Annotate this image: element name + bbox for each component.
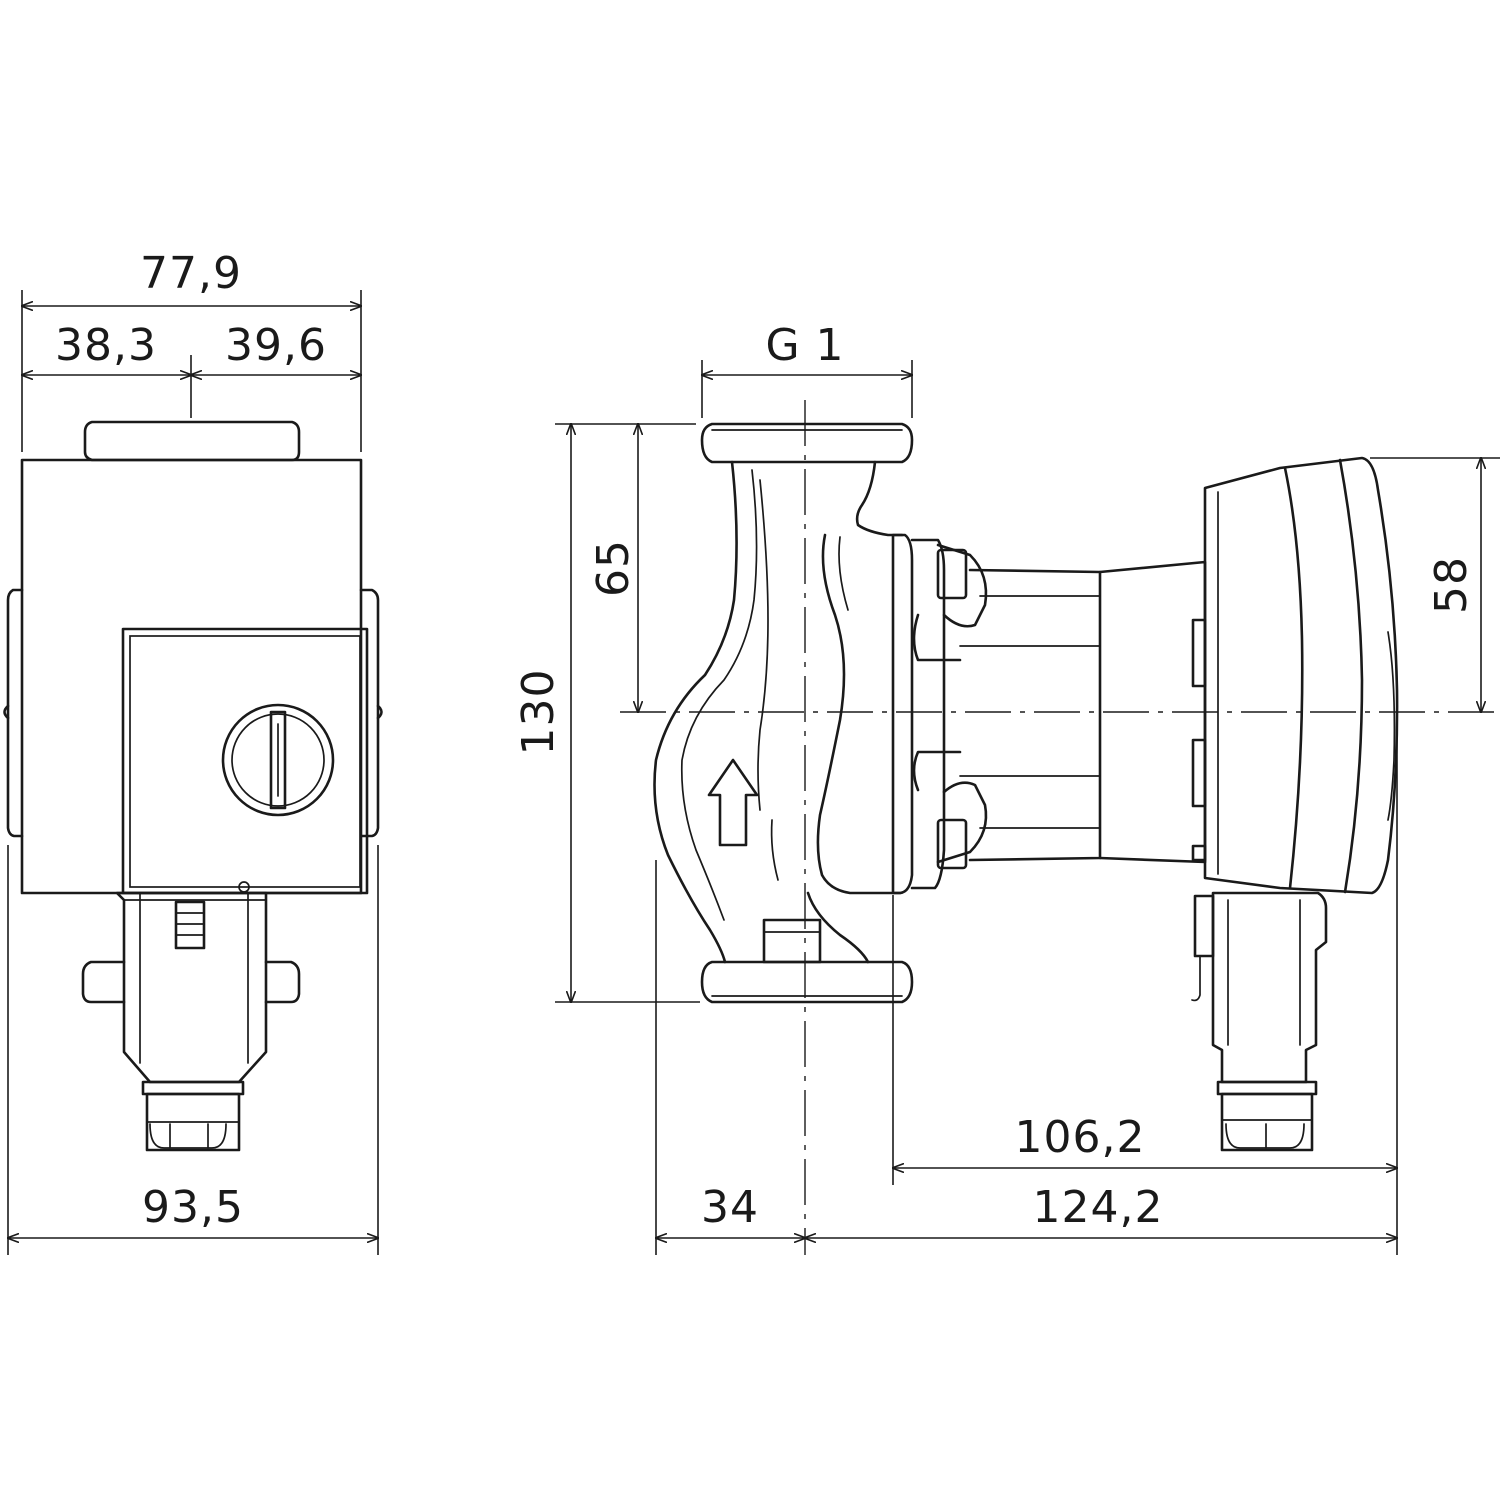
control-module — [1203, 456, 1399, 895]
front-right-lug — [359, 588, 380, 838]
front-view — [3, 420, 383, 1152]
motor-flange — [891, 533, 914, 895]
dim-label-130: 130 — [513, 669, 564, 756]
flow-arrow-icon — [707, 758, 759, 847]
bottom-flange — [700, 960, 914, 1004]
dim-label-58: 58 — [1426, 556, 1477, 614]
side-view — [620, 400, 1500, 1255]
dim-label-34: 34 — [701, 1182, 759, 1233]
dim-label-106-2: 106,2 — [1015, 1112, 1146, 1163]
front-left-lug — [6, 588, 24, 838]
upper-bolt-boss — [936, 543, 988, 628]
motor-tube — [968, 568, 1102, 862]
dim-label-38-3: 38,3 — [55, 320, 157, 371]
side-terminal-box — [1191, 891, 1328, 1152]
dim-label-39-6: 39,6 — [225, 320, 327, 371]
bottom-port — [762, 918, 822, 964]
dim-label-93-5: 93,5 — [142, 1182, 244, 1233]
front-control-panel — [121, 627, 369, 895]
adjustment-knob-icon — [221, 703, 335, 817]
pump-body-right — [855, 460, 904, 537]
front-housing — [20, 458, 363, 895]
dim-label-g1: G 1 — [765, 320, 844, 371]
dim-label-124-2: 124,2 — [1033, 1182, 1164, 1233]
dim-label-77-9: 77,9 — [140, 248, 242, 299]
side-dimensions: G 1 130 65 58 106,2 34 124,2 — [513, 320, 1500, 1255]
pump-body-left — [653, 460, 738, 964]
dim-label-65: 65 — [588, 539, 639, 597]
front-top-cap — [83, 420, 301, 462]
top-flange — [700, 422, 914, 464]
front-dimensions: 77,9 38,3 39,6 93,5 — [8, 248, 378, 1255]
front-terminal-box — [81, 881, 301, 1152]
lower-bolt-boss — [936, 781, 988, 864]
